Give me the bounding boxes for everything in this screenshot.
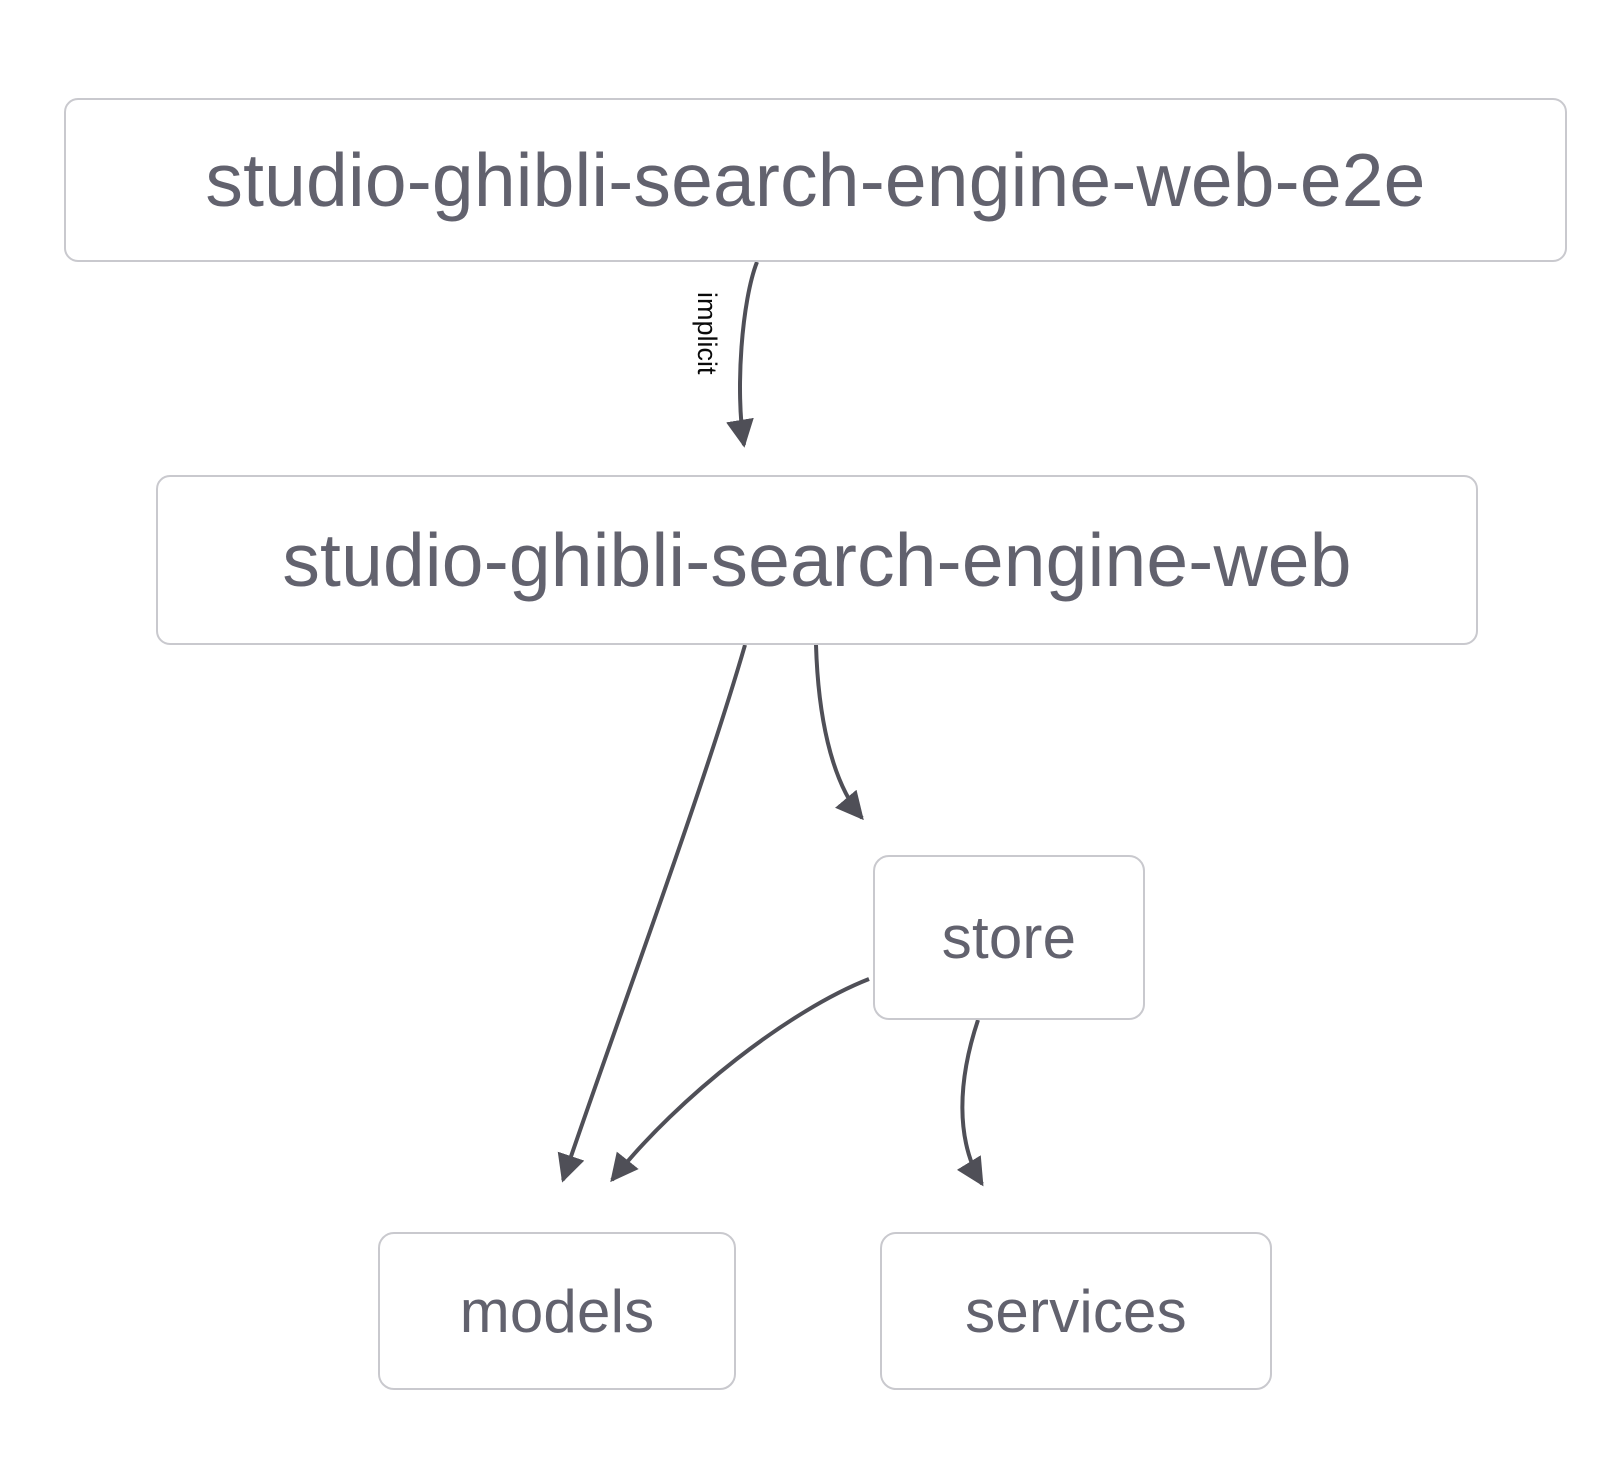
edge-e2e-to-web — [726, 261, 759, 448]
edge-label-implicit: implicit — [692, 292, 722, 375]
edge-store-to-services — [956, 1019, 984, 1187]
node-store[interactable]: store — [873, 855, 1145, 1020]
node-studio-ghibli-search-engine-web-e2e[interactable]: studio-ghibli-search-engine-web-e2e — [64, 98, 1567, 262]
edge-web-to-models — [557, 644, 747, 1183]
edge-web-to-store — [814, 644, 864, 821]
node-label: store — [941, 904, 1077, 971]
node-label: studio-ghibli-search-engine-web-e2e — [205, 138, 1426, 222]
node-label: services — [965, 1277, 1187, 1345]
node-label: models — [459, 1277, 655, 1345]
node-models[interactable]: models — [378, 1232, 736, 1390]
node-studio-ghibli-search-engine-web[interactable]: studio-ghibli-search-engine-web — [156, 475, 1478, 645]
edge-store-to-models — [610, 977, 870, 1183]
node-label: studio-ghibli-search-engine-web — [282, 518, 1352, 602]
node-services[interactable]: services — [880, 1232, 1272, 1390]
